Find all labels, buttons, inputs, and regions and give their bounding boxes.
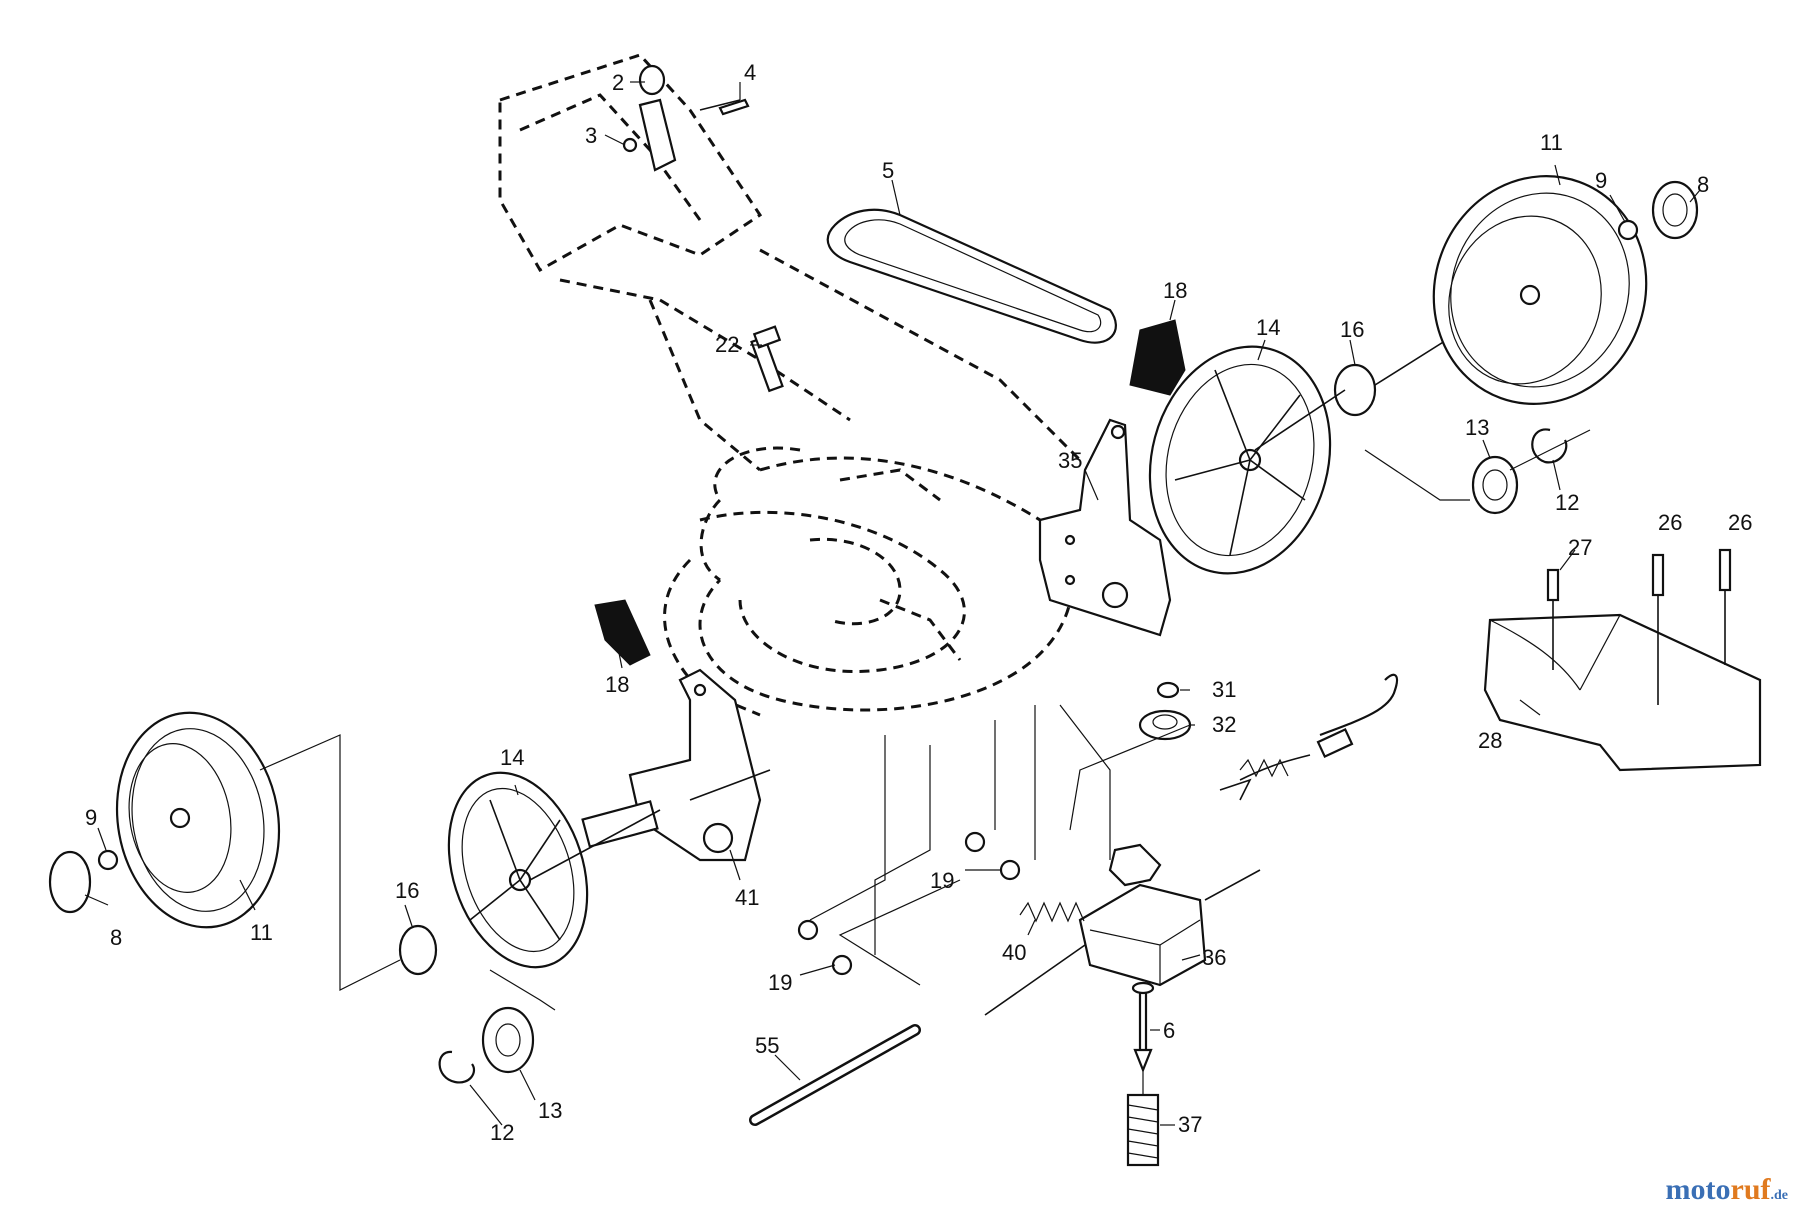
drive-belt — [826, 208, 1117, 344]
shaft-6 — [1131, 981, 1155, 1073]
callout-31: 31 — [1212, 677, 1236, 702]
callout-18-left: 18 — [605, 672, 629, 697]
callout-55: 55 — [755, 1033, 779, 1058]
callout-27: 27 — [1568, 535, 1592, 560]
callout-9-right: 9 — [1595, 168, 1607, 193]
clip-12-right — [1531, 428, 1568, 464]
hubcap-8-right — [1651, 180, 1699, 240]
callout-11-left: 11 — [250, 920, 273, 945]
callout-labels: 2 4 3 5 11 9 8 18 14 16 22 35 13 12 27 2… — [85, 60, 1752, 1145]
wheel-14-right — [1148, 345, 1332, 575]
nut-9-left — [97, 849, 119, 871]
callout-13-left: 13 — [538, 1098, 562, 1123]
wheel-11-left — [115, 711, 281, 929]
bolt-22 — [750, 325, 784, 393]
callout-3: 3 — [585, 123, 597, 148]
callout-35: 35 — [1058, 448, 1082, 473]
callout-4: 4 — [744, 60, 756, 85]
wheel-14-left — [447, 771, 589, 969]
callout-12-left: 12 — [490, 1120, 514, 1145]
callout-19-upper: 19 — [930, 868, 954, 893]
filler-18-left — [594, 599, 651, 666]
nut-31 — [1156, 681, 1180, 699]
screw-26-a — [1651, 553, 1665, 705]
callout-16-left: 16 — [395, 878, 419, 903]
callout-8-left: 8 — [110, 925, 122, 950]
callout-9-left: 9 — [85, 805, 97, 830]
callout-11-right: 11 — [1540, 130, 1563, 155]
callout-37: 37 — [1178, 1112, 1202, 1137]
callout-14-right: 14 — [1256, 315, 1280, 340]
callout-22: 22 — [715, 332, 739, 357]
screw-26-b — [1718, 548, 1732, 665]
spring-37 — [1126, 1093, 1160, 1167]
callout-5: 5 — [882, 158, 894, 183]
callout-28: 28 — [1478, 728, 1502, 753]
nuts-19 — [797, 705, 1036, 986]
leader-lines — [84, 81, 1701, 1126]
callout-6: 6 — [1163, 1018, 1175, 1043]
height-adjuster-41 — [581, 668, 762, 862]
callout-18-right: 18 — [1163, 278, 1187, 303]
callout-32: 32 — [1212, 712, 1236, 737]
callout-13-right: 13 — [1465, 415, 1489, 440]
callout-14-left: 14 — [500, 745, 524, 770]
washer-16-left — [398, 924, 438, 976]
filler-18-right — [1129, 319, 1186, 396]
callout-16-right: 16 — [1340, 317, 1364, 342]
spring-40 — [1019, 901, 1085, 923]
handle-lever-assembly — [622, 64, 750, 172]
nut-9-right — [1617, 219, 1639, 241]
callout-41: 41 — [735, 885, 759, 910]
callout-40: 40 — [1002, 940, 1026, 965]
gear-13-left — [481, 1006, 535, 1074]
transmission-36 — [984, 843, 1261, 1016]
callout-2: 2 — [612, 70, 624, 95]
callout-12-right: 12 — [1555, 490, 1579, 515]
watermark-logo: motoruf.de — [1665, 1173, 1788, 1206]
gear-13-right — [1471, 455, 1519, 515]
phantom-mower-outline — [498, 53, 1082, 717]
control-cable — [1219, 673, 1399, 801]
callout-19-lower: 19 — [768, 970, 792, 995]
callout-8-right: 8 — [1697, 172, 1709, 197]
cover-28 — [1483, 613, 1762, 772]
wheel-11-right — [1432, 175, 1648, 405]
callout-36: 36 — [1202, 945, 1226, 970]
height-adjuster-35 — [1038, 418, 1172, 637]
screw-27 — [1546, 568, 1560, 670]
callout-26-a: 26 — [1658, 510, 1682, 535]
clip-12-left — [438, 1050, 476, 1084]
callout-26-b: 26 — [1728, 510, 1752, 535]
washer-16-right — [1333, 363, 1377, 417]
hubcap-8-left — [48, 850, 92, 914]
